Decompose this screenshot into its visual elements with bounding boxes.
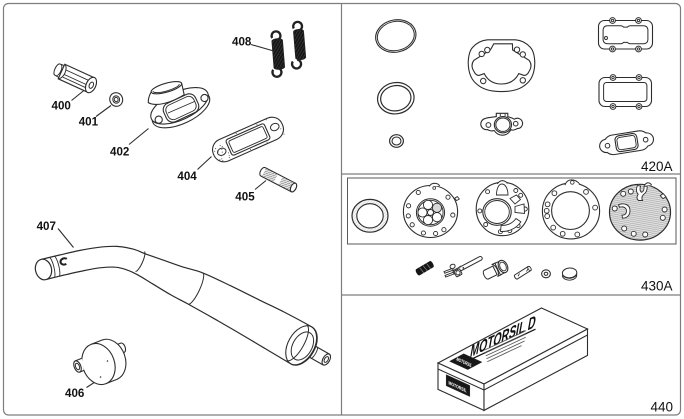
svg-text:406: 406 (65, 387, 85, 400)
svg-text:408: 408 (232, 36, 252, 49)
svg-text:405: 405 (235, 191, 255, 204)
svg-text:407: 407 (37, 220, 56, 233)
svg-text:430A: 430A (641, 279, 673, 294)
svg-text:400: 400 (52, 100, 71, 113)
svg-text:404: 404 (177, 170, 197, 183)
svg-text:401: 401 (79, 116, 99, 129)
svg-text:440: 440 (650, 400, 673, 415)
svg-text:402: 402 (110, 146, 129, 159)
svg-text:420A: 420A (641, 159, 673, 174)
